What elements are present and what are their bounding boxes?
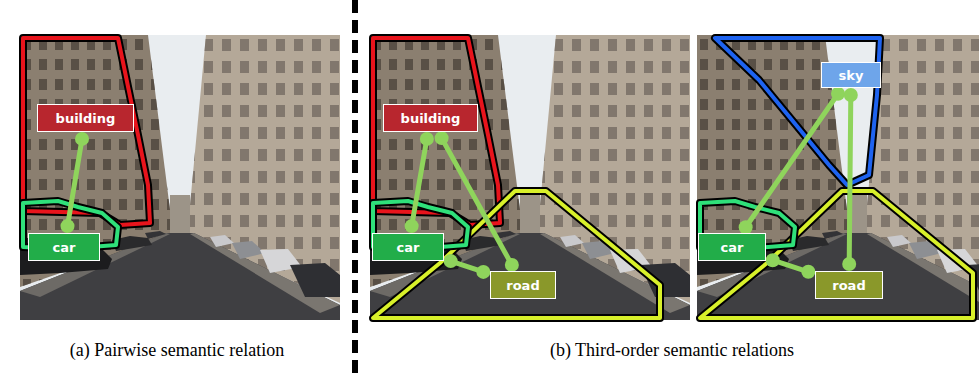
relation-dot bbox=[444, 254, 458, 268]
label-box: car bbox=[28, 233, 100, 261]
relation-line bbox=[849, 95, 851, 264]
class-label: building bbox=[401, 111, 461, 126]
class-label: road bbox=[832, 278, 865, 293]
class-label: road bbox=[506, 278, 539, 293]
building-outline bbox=[373, 38, 500, 225]
relation-dot bbox=[60, 219, 74, 233]
relation-line bbox=[451, 261, 484, 272]
region-outlines bbox=[700, 38, 973, 318]
label-box: building bbox=[383, 104, 478, 132]
street-photo bbox=[370, 35, 690, 320]
sky-outline bbox=[715, 38, 880, 185]
building-outline bbox=[373, 38, 500, 225]
panel-caption: (b) Third-order semantic relations bbox=[550, 340, 794, 361]
class-label: car bbox=[721, 240, 744, 255]
label-box: building bbox=[37, 104, 134, 132]
relation-dot bbox=[420, 132, 434, 146]
class-label: car bbox=[397, 240, 420, 255]
relation-dot bbox=[766, 253, 780, 267]
label-box: road bbox=[815, 271, 883, 299]
relation-dot bbox=[476, 265, 490, 279]
relation-line bbox=[842, 88, 858, 271]
region-outlines bbox=[373, 38, 660, 318]
relation-dot bbox=[435, 131, 449, 145]
relation-line bbox=[766, 253, 816, 279]
label-box: sky bbox=[821, 62, 881, 88]
sky-outline bbox=[715, 38, 880, 185]
relation-line bbox=[442, 138, 512, 265]
class-label: sky bbox=[839, 68, 864, 83]
relation-line bbox=[60, 132, 89, 233]
road-outline bbox=[373, 191, 660, 318]
relation-dot bbox=[505, 258, 519, 272]
relation-line bbox=[405, 132, 434, 233]
relation-line bbox=[746, 94, 838, 227]
panel-caption: (a) Pairwise semantic relation bbox=[70, 340, 284, 361]
relation-line bbox=[444, 254, 491, 279]
relation-dot bbox=[75, 132, 89, 146]
class-label: car bbox=[53, 240, 76, 255]
region-outlines bbox=[23, 38, 150, 249]
relation-line bbox=[412, 139, 427, 226]
label-box: car bbox=[372, 233, 444, 261]
building-outline bbox=[23, 38, 150, 225]
label-box: road bbox=[490, 271, 556, 299]
relation-dot bbox=[842, 257, 856, 271]
panel-divider bbox=[352, 0, 358, 377]
relation-line bbox=[739, 87, 845, 234]
street-photo bbox=[20, 35, 340, 320]
relation-dot bbox=[801, 265, 815, 279]
relation-line bbox=[773, 260, 809, 272]
class-label: building bbox=[56, 111, 116, 126]
relation-dot bbox=[844, 88, 858, 102]
building-outline bbox=[23, 38, 150, 225]
relation-dot bbox=[831, 87, 845, 101]
label-box: car bbox=[698, 233, 766, 261]
road-outline bbox=[373, 191, 660, 318]
relation-dot bbox=[405, 219, 419, 233]
street-photo bbox=[697, 35, 979, 320]
relation-line bbox=[67, 139, 82, 226]
relation-line bbox=[435, 131, 519, 272]
